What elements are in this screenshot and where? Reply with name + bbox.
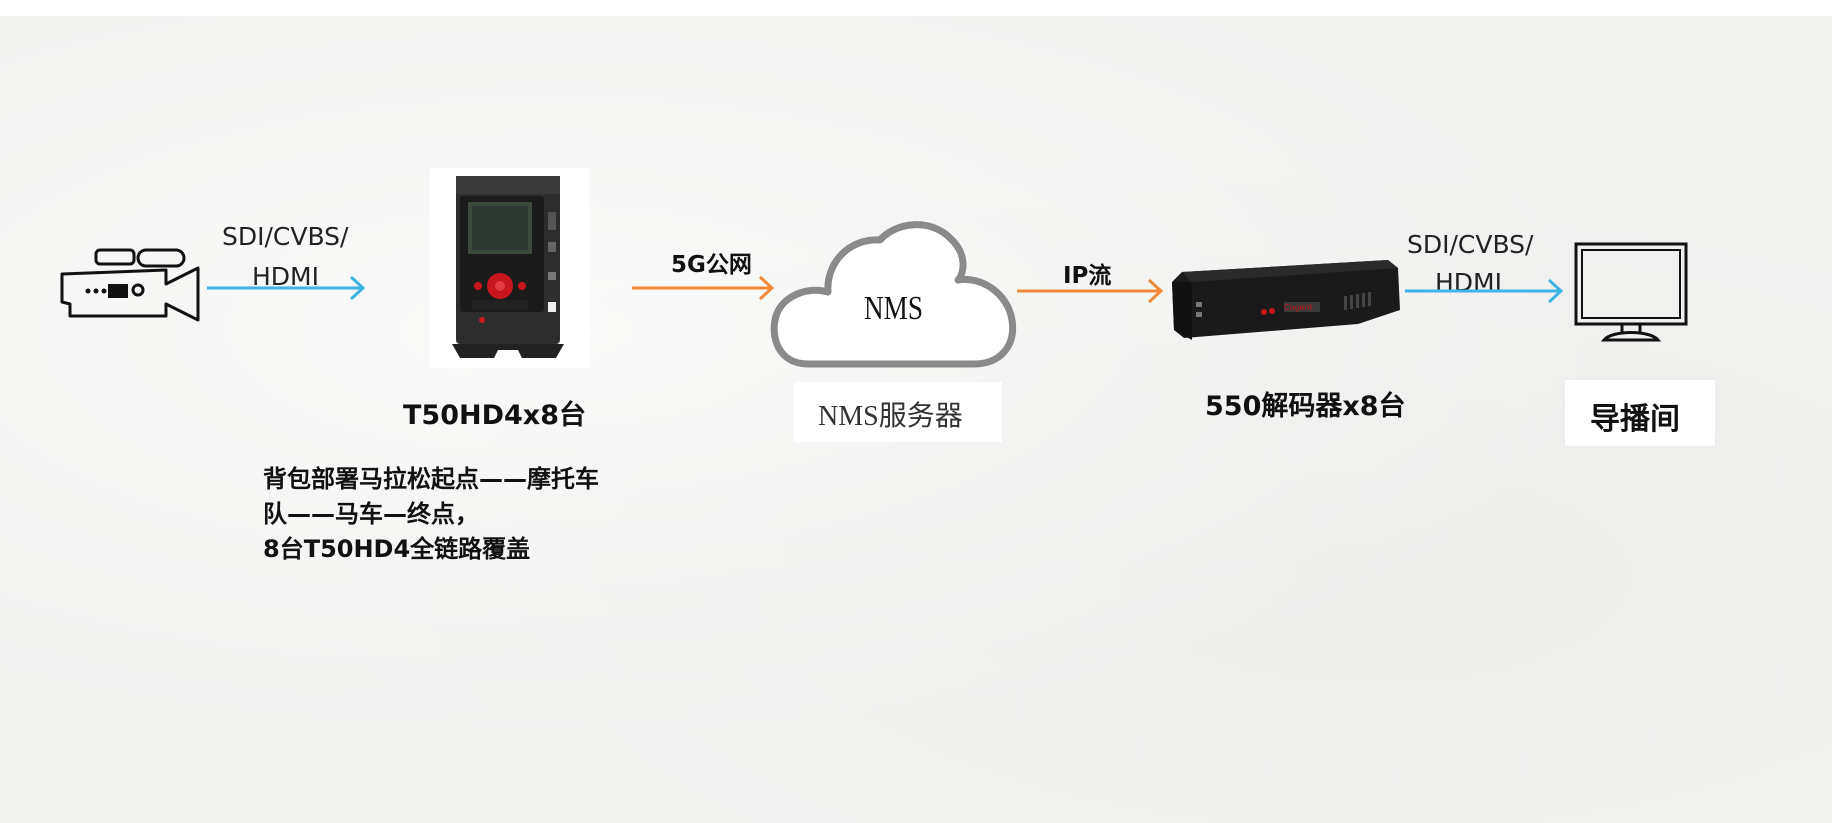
camera-link-label-line2: HDMI [252,262,319,291]
decoder-device-image: Cogent [1172,260,1400,340]
camera-link-label-line1: SDI/CVBS/ [222,222,349,251]
monitor-icon [1574,242,1688,342]
cloud-inner-text: NMS [864,290,923,327]
monitor-label: 导播间 [1590,402,1680,437]
arrow-decoder-to-monitor [1405,278,1564,304]
link-5g-label: 5G公网 [671,252,752,278]
description-line3: 8台T50HD4全链路覆盖 [263,535,531,563]
cloud-text-background [845,278,941,338]
video-camera-icon [60,248,200,322]
decoder-label: 550解码器x8台 [1205,391,1406,422]
description-line1: 背包部署马拉松起点——摩托车 [263,465,599,493]
decoder-logo-text: Cogent [1284,303,1313,312]
link-ip-label: IP流 [1063,263,1112,289]
description-line2: 队——马车—终点， [263,500,479,528]
arrow-camera-to-encoder [207,275,366,301]
encoder-device-image [452,176,564,358]
encoder-label: T50HD4x8台 [403,400,586,431]
cloud-caption: NMS服务器 [818,401,963,432]
monitor-link-label-line1: SDI/CVBS/ [1407,230,1534,259]
arrow-cloud-to-decoder [1017,278,1164,304]
top-band [0,0,1832,16]
cloud-caption-background [794,382,1002,442]
arrow-encoder-to-cloud [632,275,775,301]
monitor-label-background [1565,380,1715,446]
